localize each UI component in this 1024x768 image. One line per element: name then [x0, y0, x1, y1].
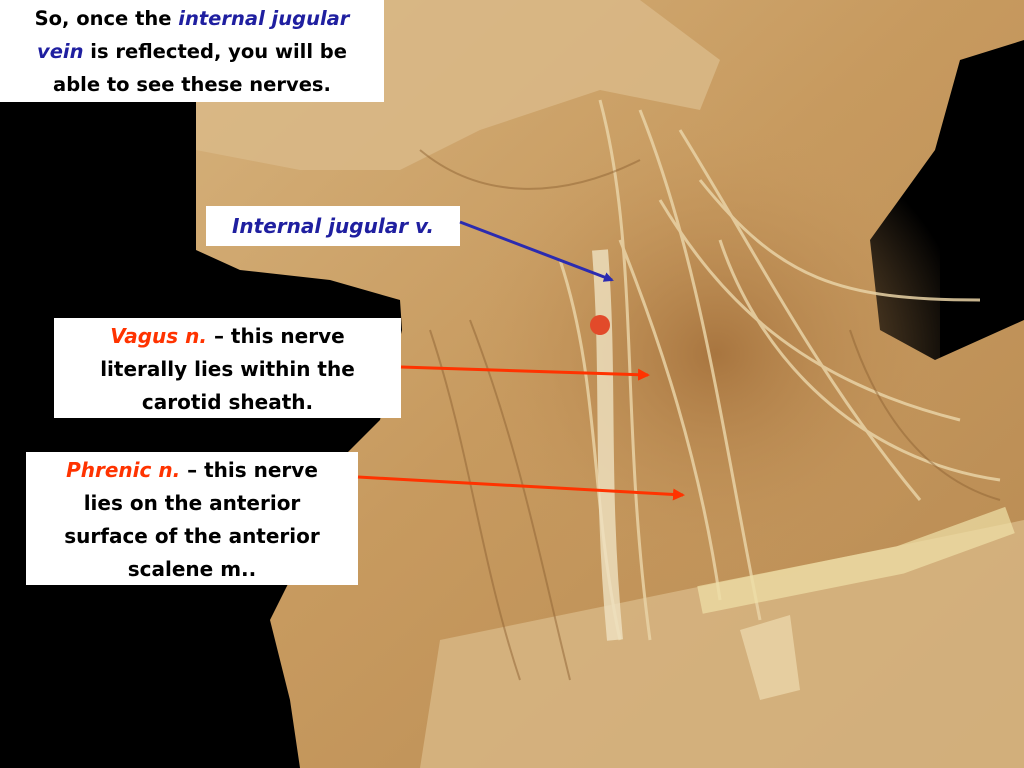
phrenic-line-3: surface of the anterior — [64, 524, 320, 548]
intro-line-1: So, once the internal jugular — [0, 2, 384, 35]
phrenic-nerve-label: Phrenic n. – this nerve lies on the ante… — [26, 452, 358, 585]
phrenic-line-4: scalene m.. — [127, 557, 257, 581]
vagus-term: Vagus n. — [110, 324, 207, 348]
phrenic-line-1: Phrenic n. – this nerve — [26, 454, 358, 487]
phrenic-term: Phrenic n. — [66, 458, 181, 482]
phrenic-line-2: lies on the anterior — [83, 491, 301, 515]
intro-line-2: vein is reflected, you will be — [0, 35, 384, 68]
intro-text: is reflected, you will be — [83, 40, 347, 63]
phrenic-text: – this nerve — [180, 458, 318, 482]
vagus-text: – this nerve — [206, 324, 345, 348]
intro-text: So, once the — [34, 7, 179, 30]
internal-jugular-label: Internal jugular v. — [206, 206, 460, 246]
intro-term-vein: internal jugular — [178, 7, 350, 30]
intro-term-vein-end: vein — [37, 40, 84, 63]
internal-jugular-term: Internal jugular v. — [231, 214, 435, 238]
intro-text-box: So, once the internal jugular vein is re… — [0, 0, 384, 102]
vagus-line-3: carotid sheath. — [141, 390, 314, 414]
vagus-line-1: Vagus n. – this nerve — [54, 320, 401, 353]
vagus-line-2: literally lies within the — [100, 357, 355, 381]
intro-line-3: able to see these nerves. — [53, 73, 331, 96]
vagus-nerve-label: Vagus n. – this nerve literally lies wit… — [54, 318, 401, 418]
